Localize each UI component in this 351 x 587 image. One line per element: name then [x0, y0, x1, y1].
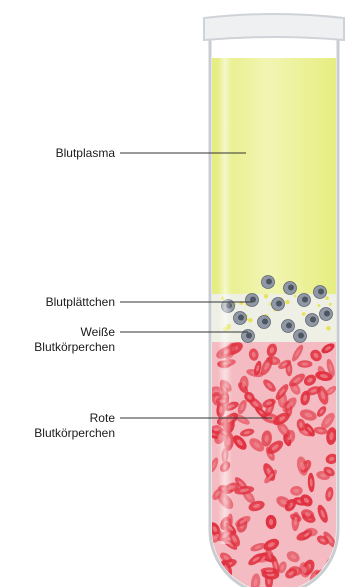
platelet	[285, 300, 289, 304]
white-cells-label-line2: Blutkörperchen	[34, 340, 115, 355]
platelet	[325, 296, 329, 300]
red-blood-cell	[297, 360, 312, 368]
platelet	[302, 312, 306, 316]
white-blood-cell	[314, 286, 327, 299]
test-tube-shine	[218, 44, 232, 544]
white-blood-cell	[298, 294, 311, 307]
white-cells-label: Weiße Blutkörperchen	[34, 325, 115, 355]
platelet	[264, 294, 268, 298]
platelets-label: Blutplättchen	[46, 295, 115, 310]
red-blood-cell	[206, 574, 223, 587]
white-blood-cell	[294, 330, 307, 343]
platelet	[294, 295, 297, 298]
test-tube-rim	[204, 14, 344, 40]
white-blood-cell	[306, 314, 319, 327]
red-cells-label-line2: Blutkörperchen	[34, 426, 115, 441]
white-blood-cell	[258, 316, 271, 329]
white-cells-label-line1: Weiße	[34, 325, 115, 340]
white-blood-cell	[242, 330, 255, 343]
platelet	[318, 304, 321, 307]
white-blood-cell	[262, 276, 275, 289]
white-blood-cell	[246, 294, 259, 307]
red-cells-label-line1: Rote	[34, 411, 115, 426]
white-blood-cell	[282, 320, 295, 333]
platelet	[248, 318, 253, 323]
white-blood-cell	[320, 308, 333, 321]
white-blood-cell	[234, 312, 247, 325]
plasma-label: Blutplasma	[56, 146, 115, 161]
white-blood-cell	[272, 298, 285, 311]
red-cells-label: Rote Blutkörperchen	[34, 411, 115, 441]
platelet	[329, 303, 332, 306]
white-blood-cell	[284, 282, 297, 295]
platelet	[326, 326, 331, 331]
